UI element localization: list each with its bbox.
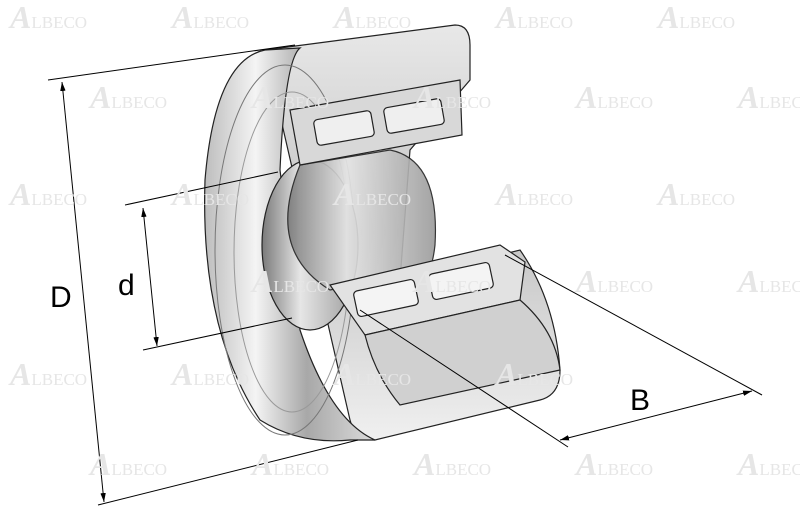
watermark-logo: ALBECO [412,263,491,299]
roller [383,98,445,134]
roller [353,278,419,318]
watermark-logo: ALBECO [494,356,573,392]
watermark-logo: ALBECO [736,79,800,115]
watermark-logo: ALBECO [736,263,800,299]
upper-roller-section [289,79,463,166]
extension-line-d-bottom [142,317,293,351]
watermark-logo: ALBECO [494,176,573,212]
watermark-logo: ALBECO [412,446,491,482]
extension-line-B-right [504,254,763,396]
extension-line-D-bottom [97,439,359,506]
watermark-logo: ALBECO [170,176,249,212]
extension-line-B-left [359,309,569,448]
watermark-logo: ALBECO [656,0,735,35]
watermark-logo: ALBECO [250,79,329,115]
watermark-logo: ALBECO [8,176,87,212]
watermark-logo: ALBECO [574,79,653,115]
bearing-illustration [204,24,561,442]
watermark-logo: ALBECO [574,446,653,482]
watermark-logo: ALBECO [574,263,653,299]
label-B: B [630,384,650,417]
watermark-logo: ALBECO [170,0,249,35]
watermark-logo: ALBECO [170,356,249,392]
watermark-logo: ALBECO [332,0,411,35]
watermark-logo: ALBECO [494,0,573,35]
watermark-logo: ALBECO [88,79,167,115]
roller [428,261,494,301]
watermark-logo: ALBECO [656,176,735,212]
watermark-logo: ALBECO [8,0,87,35]
watermark-logo: ALBECO [332,176,411,212]
outer-ring-lower-cut [364,299,561,406]
label-d: d [118,269,135,302]
dimension-lines [47,44,763,506]
roller [313,110,375,146]
watermark-logo: ALBECO [250,263,329,299]
watermark-logo: ALBECO [736,446,800,482]
dimension-line-d [141,207,159,347]
watermark-layer: ALBECO ALBECO ALBECO ALBECO ALBECO ALBECO ALBE… [8,0,800,482]
watermark-logo: ALBECO [88,446,167,482]
watermark-logo: ALBECO [412,79,491,115]
outer-ring-face [204,47,376,442]
watermark-logo: ALBECO [8,356,87,392]
label-D: D [50,281,72,314]
dimension-line-D [60,81,106,503]
dimension-line-B [559,390,753,441]
watermark-logo: ALBECO [332,356,411,392]
extension-line-D-top [47,44,296,81]
extension-line-d-top [124,171,279,206]
watermark-logo: ALBECO [250,446,329,482]
